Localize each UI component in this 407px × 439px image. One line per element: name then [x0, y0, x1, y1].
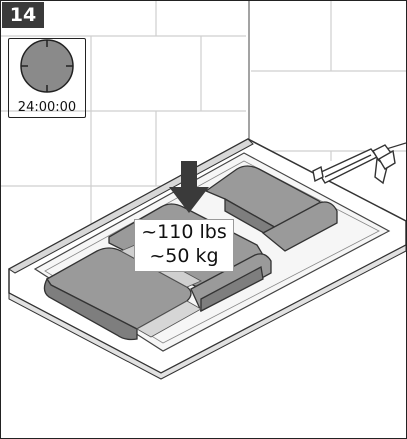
down-arrow-icon — [169, 161, 209, 213]
weight-metric: ~50 kg — [149, 245, 219, 267]
caulking-gun-icon — [312, 142, 406, 185]
timer-duration: 24:00:00 — [17, 100, 77, 115]
weight-bag — [261, 201, 338, 252]
step-number-badge: 14 — [2, 2, 44, 28]
weight-imperial: ~110 lbs — [141, 221, 227, 243]
weight-label: ~110 lbs ~50 kg — [134, 219, 234, 272]
timer-panel: 24:00:00 — [8, 38, 86, 118]
clock-icon — [20, 39, 74, 93]
tray-front-face — [8, 244, 406, 380]
